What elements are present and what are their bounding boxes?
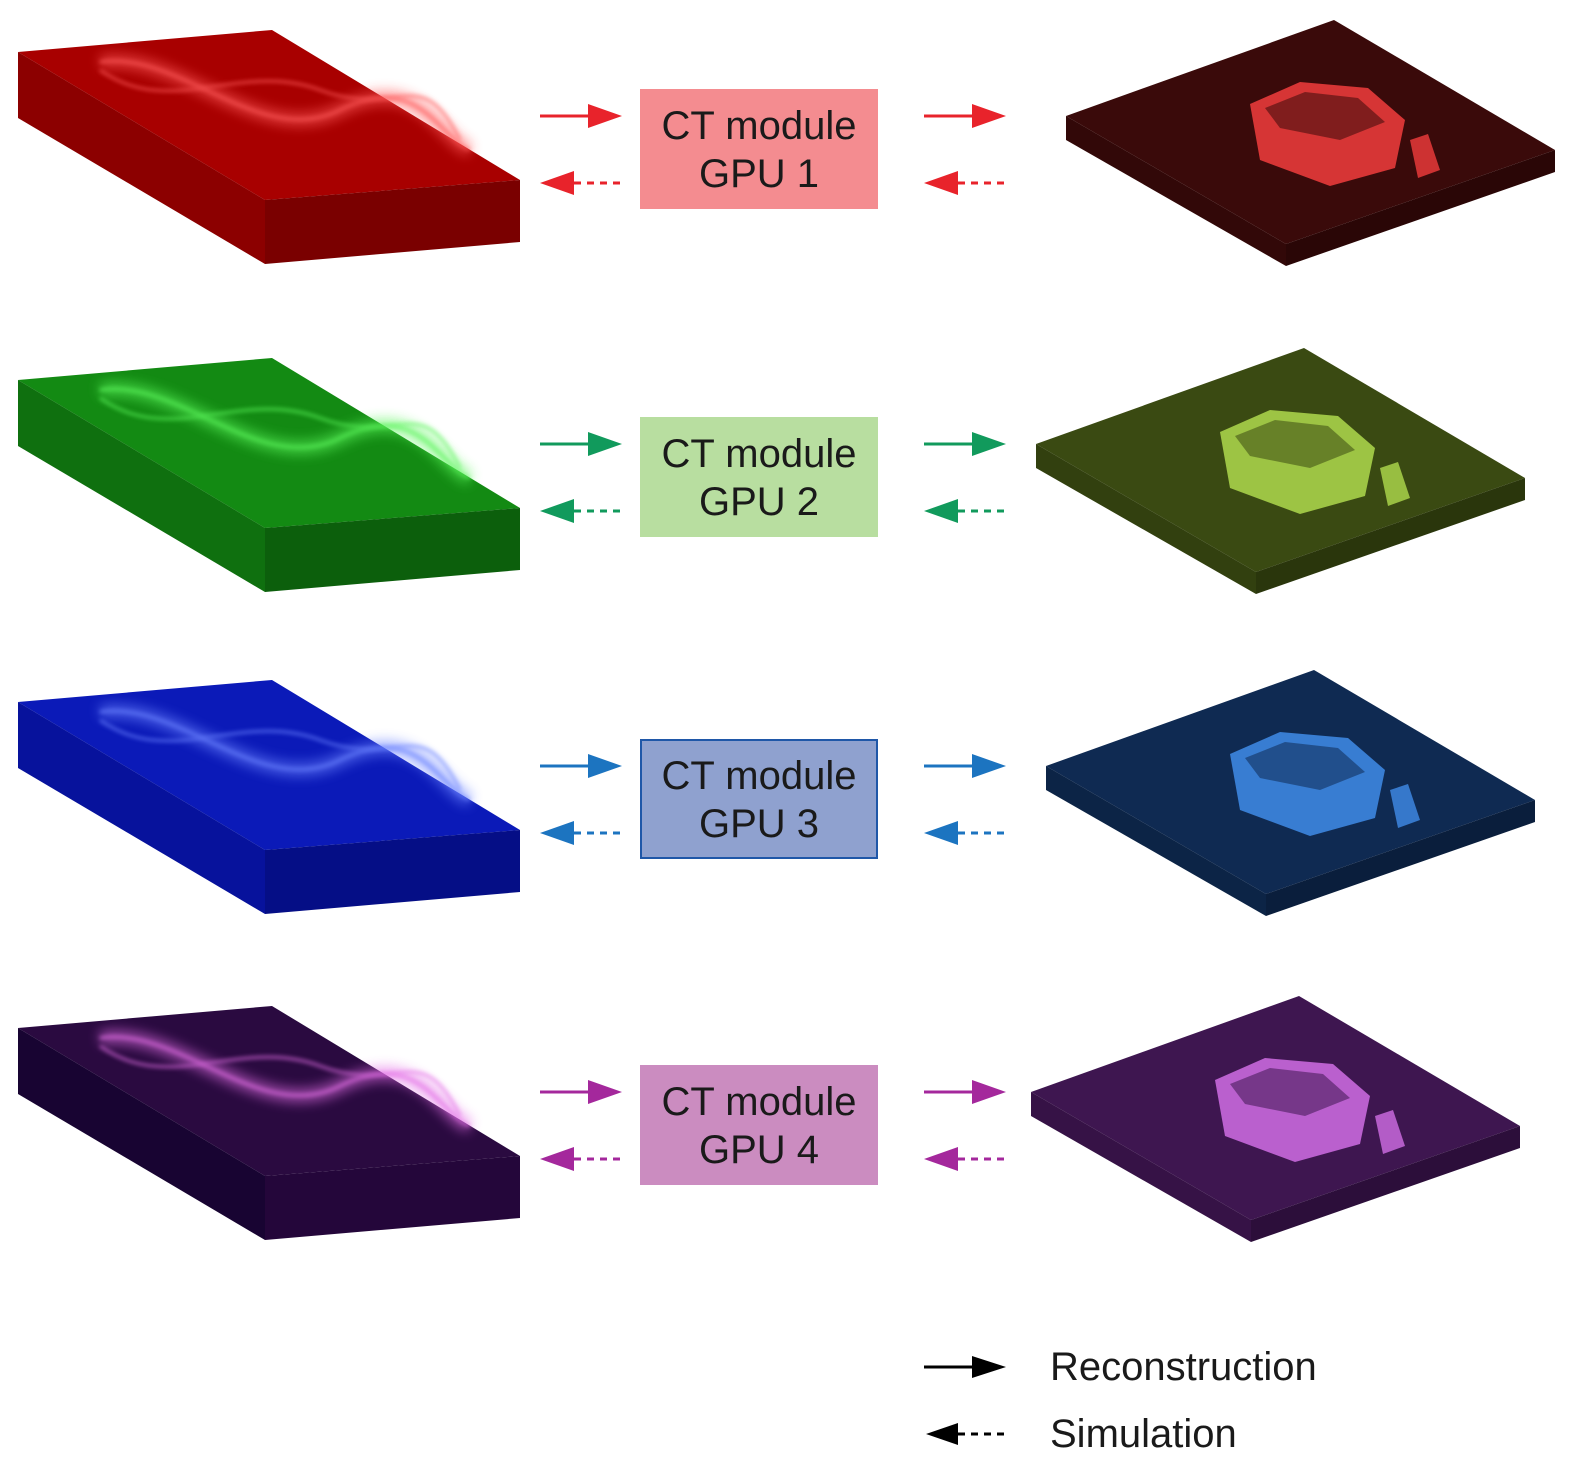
reconstructed-object: [1220, 410, 1410, 514]
simulation-arrowhead-icon: [540, 171, 574, 195]
reconstruction-arrowhead-icon: [972, 432, 1006, 456]
reconstruction-arrowhead-icon: [972, 104, 1006, 128]
ct-module-label: CT module: [662, 754, 857, 798]
legend-reconstruction-arrow-icon: [924, 1356, 1006, 1378]
ct-module-label: CT module: [662, 1080, 857, 1124]
ct-module-rect: [640, 417, 878, 537]
reconstruction-arrowhead-icon: [588, 754, 622, 778]
volume-side-face: [1046, 766, 1266, 916]
sinogram-slab: [18, 1006, 520, 1240]
sinogram-slab: [18, 358, 520, 592]
right-arrows: [924, 1080, 1008, 1171]
reconstructed-object: [1230, 732, 1420, 836]
object-cavity: [1265, 92, 1385, 140]
simulation-arrowhead-icon: [924, 171, 958, 195]
ct-module-label: CT module: [662, 104, 857, 148]
sinogram-traces: [97, 54, 473, 157]
reconstruction-arrowhead-icon: [588, 104, 622, 128]
simulation-arrowhead-icon: [540, 821, 574, 845]
reconstruction-arrowhead-icon: [972, 754, 1006, 778]
sinogram-side-face: [18, 702, 265, 914]
ct-module-rect: [640, 1065, 878, 1185]
sinogram-traces: [97, 1030, 473, 1133]
sinogram-side-face: [18, 380, 265, 592]
ct-module-label: CT module: [662, 432, 857, 476]
left-arrows: [540, 432, 625, 523]
volume-front-face: [1266, 800, 1535, 916]
simulation-arrowhead-icon: [540, 499, 574, 523]
sinogram-slab: [18, 680, 520, 914]
reconstruction-arrowhead-icon: [972, 1080, 1006, 1104]
sinogram-slab: [18, 30, 520, 264]
volume-side-face: [1031, 1092, 1251, 1242]
legend-simulation-label: Simulation: [1050, 1412, 1237, 1456]
reconstructed-volume: [1046, 670, 1535, 916]
sinogram-traces: [97, 704, 473, 807]
volume-side-face: [1066, 116, 1286, 266]
object-cavity: [1245, 742, 1365, 790]
sinogram-side-face: [18, 1028, 265, 1240]
sinogram-front-face: [265, 830, 520, 914]
sinogram-traces: [97, 382, 473, 485]
sinogram-front-face: [265, 508, 520, 592]
volume-front-face: [1251, 1126, 1520, 1242]
gpu-label: GPU 1: [699, 152, 819, 196]
sinogram-front-face: [265, 1156, 520, 1240]
gpu-label: GPU 2: [699, 480, 819, 524]
volume-front-face: [1256, 478, 1525, 594]
legend-simulation-arrow-icon: [926, 1423, 1008, 1445]
left-arrows: [540, 754, 625, 845]
left-arrows: [540, 104, 625, 195]
object-fragment: [1410, 134, 1440, 178]
object-fragment: [1390, 784, 1420, 828]
reconstructed-volume: [1031, 996, 1520, 1242]
reconstruction-arrowhead-icon: [588, 1080, 622, 1104]
right-arrows: [924, 432, 1008, 523]
gpu-label: GPU 3: [699, 802, 819, 846]
simulation-arrowhead-icon: [924, 1147, 958, 1171]
sinogram-front-face: [265, 180, 520, 264]
volume-front-face: [1286, 150, 1555, 266]
right-arrows: [924, 104, 1008, 195]
simulation-arrowhead-icon: [924, 821, 958, 845]
reconstructed-object: [1215, 1058, 1405, 1162]
ct-module-rect: [640, 89, 878, 209]
right-arrows: [924, 754, 1008, 845]
ct-module-rect: [640, 739, 878, 859]
left-arrows: [540, 1080, 625, 1171]
simulation-arrowhead-icon: [924, 499, 958, 523]
volume-side-face: [1036, 444, 1256, 594]
object-cavity: [1230, 1068, 1350, 1116]
object-cavity: [1235, 420, 1355, 468]
gpu-label: GPU 4: [699, 1128, 819, 1172]
simulation-arrowhead-icon: [540, 1147, 574, 1171]
reconstruction-arrowhead-icon: [588, 432, 622, 456]
object-fragment: [1380, 462, 1410, 506]
object-fragment: [1375, 1110, 1405, 1154]
reconstructed-object: [1250, 82, 1440, 186]
reconstructed-volume: [1036, 348, 1525, 594]
legend-reconstruction-label: Reconstruction: [1050, 1345, 1317, 1389]
reconstructed-volume: [1066, 20, 1555, 266]
sinogram-side-face: [18, 52, 265, 264]
legend: Reconstruction Simulation: [924, 1345, 1317, 1456]
